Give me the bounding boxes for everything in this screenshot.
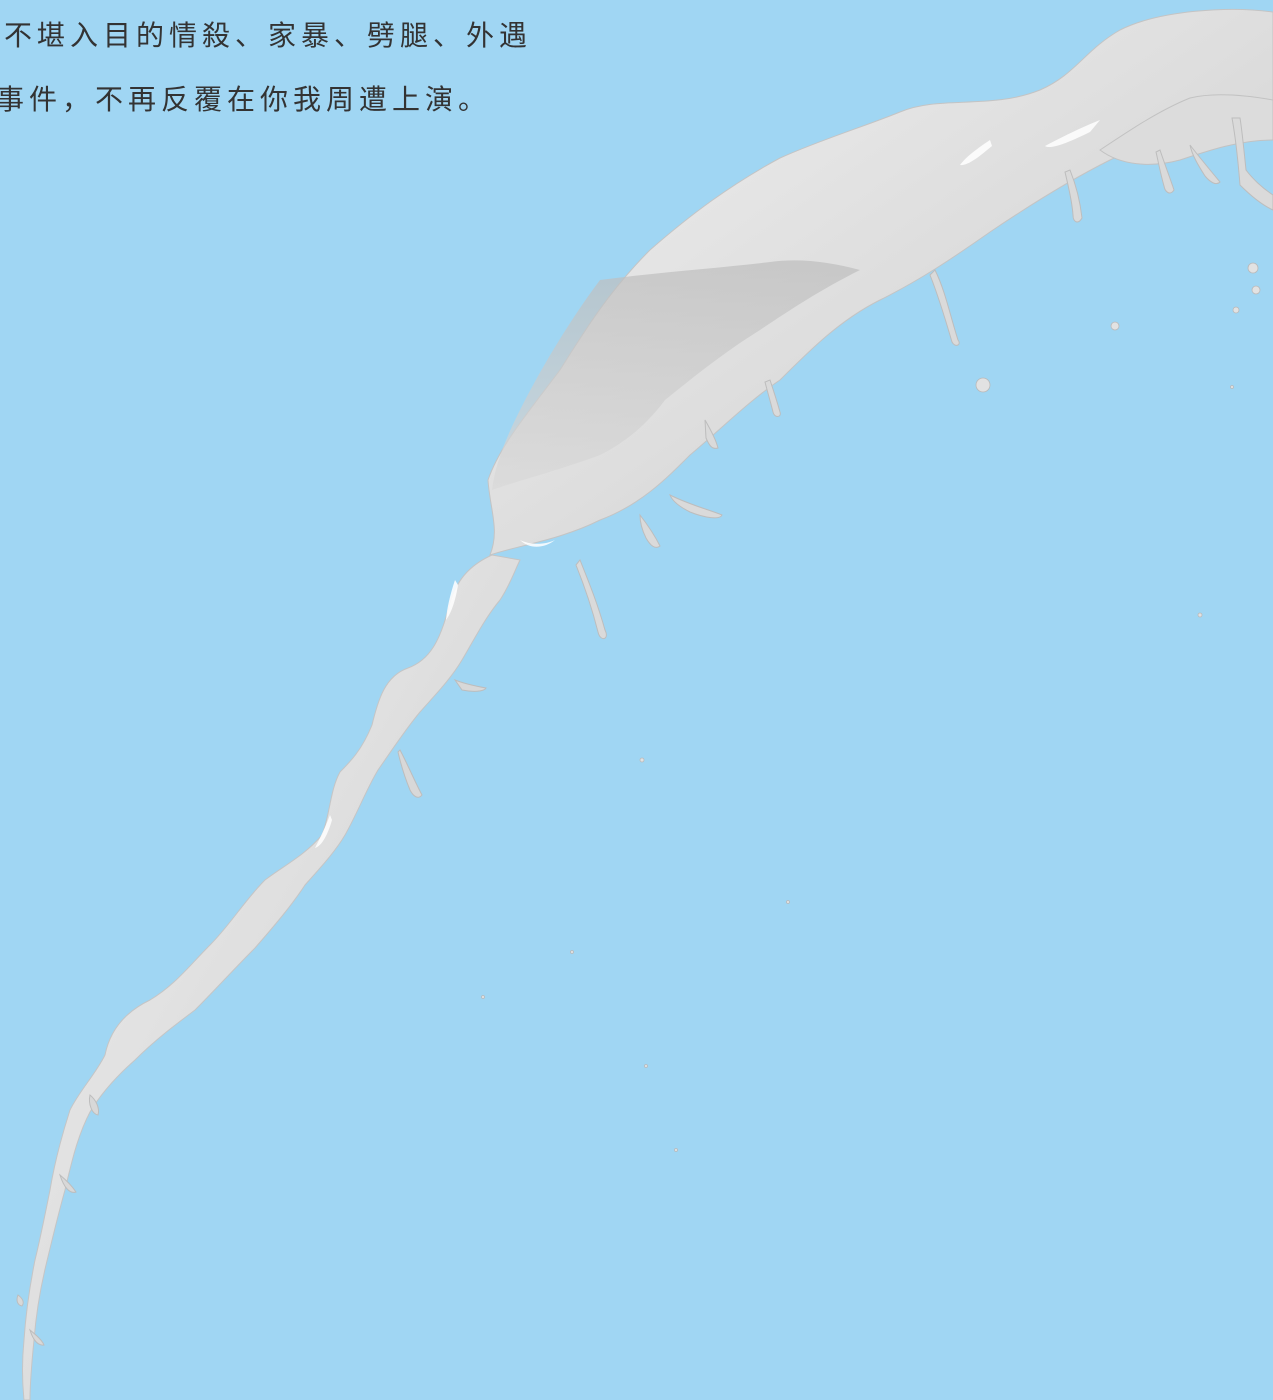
milk-splash-arc: [487, 8, 1273, 556]
milk-drips: [575, 117, 1273, 639]
caption-line-1: 不堪入目的情殺、家暴、劈腿、外遇: [4, 19, 533, 52]
milk-splash-rim: [1099, 94, 1273, 165]
milk-highlights: [315, 120, 1100, 848]
milk-droplets: [481, 262, 1261, 1152]
milk-stream-drips: [16, 678, 487, 1346]
milk-splash-arc-shade: [492, 260, 860, 490]
milk-stream: [22, 554, 521, 1400]
caption-line-2: 事件，不再反覆在你我周遭上演。: [0, 83, 492, 116]
